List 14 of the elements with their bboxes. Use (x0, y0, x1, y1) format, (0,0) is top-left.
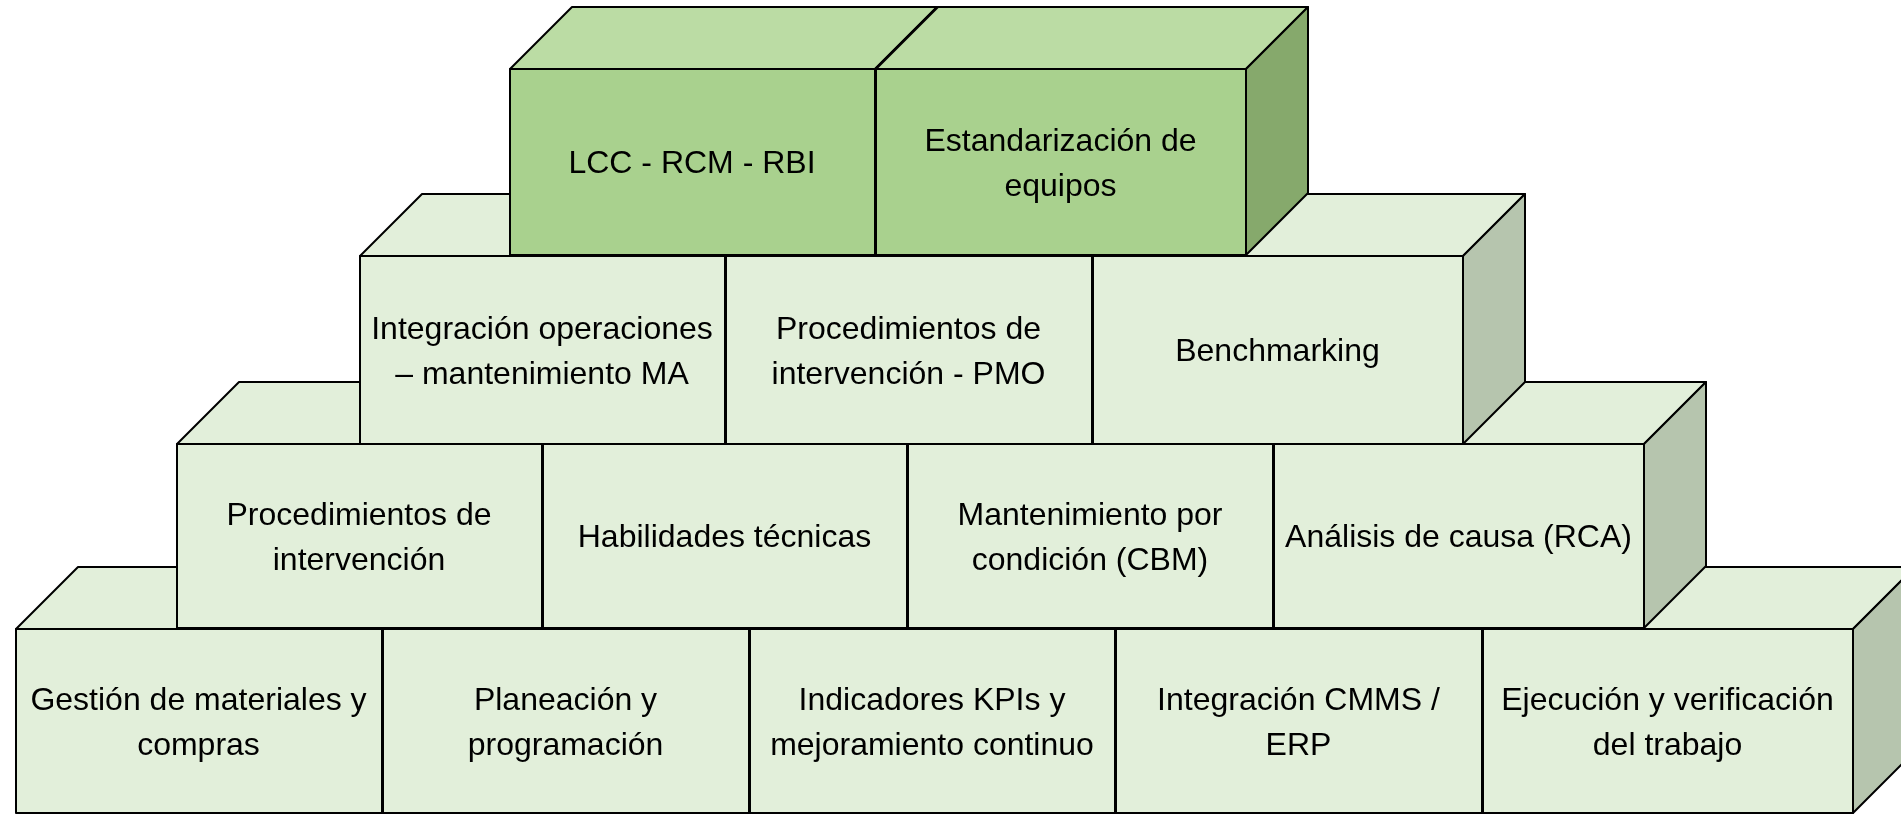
block-label: Ejecución y verificación del trabajo (1500, 679, 1835, 764)
block-label: LCC - RCM - RBI (568, 143, 816, 183)
block-label: Habilidades técnicas (577, 517, 872, 557)
block-label: Integración CMMS / ERP (1156, 679, 1441, 764)
block-label: Planeación y programación (466, 679, 665, 764)
block-label: Estandarización de equipos (923, 120, 1198, 205)
block-label: Mantenimiento por condición (CBM) (956, 494, 1224, 579)
block-label: Procedimientos de intervención (225, 494, 493, 579)
block-label: Integración operaciones – mantenimiento MA (370, 308, 714, 393)
block-label: Benchmarking (1175, 331, 1380, 371)
block-label: Procedimientos de intervención - PMO (770, 308, 1047, 393)
block-label: Análisis de causa (RCA) (1285, 517, 1632, 557)
block-label: Gestión de materiales y compras (29, 679, 368, 764)
block-label: Indicadores KPIs y mejoramiento continuo (769, 679, 1095, 764)
